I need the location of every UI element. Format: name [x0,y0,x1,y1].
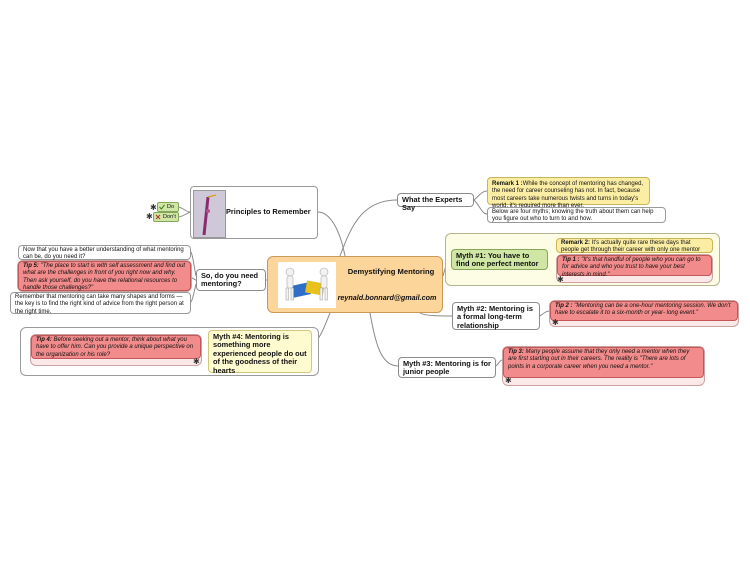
tip-4-note[interactable]: Tip 4: Before seeking out a mentor, thin… [31,335,201,359]
tip-4-key: Tip 4: [36,337,52,343]
topic-label: So, do you need mentoring? [201,271,259,289]
topic-label: Myth #1: You have to find one perfect me… [456,251,539,269]
topic-myth-2[interactable]: Myth #2: Mentoring is a formal long-term… [452,302,540,330]
tip-3-key: Tip 3: [508,349,524,355]
note-star-icon: ✱ [552,318,559,327]
tag-dont[interactable]: Don't [153,212,179,222]
four-myths-note[interactable]: Below are four myths; knowing the truth … [487,207,666,223]
tag-do[interactable]: Do [157,202,179,212]
remark-2-key: Remark 2: [561,240,591,246]
tag-do-label: Do [167,204,175,210]
tag-dont-label: Don't [163,214,176,220]
topic-myth-3[interactable]: Myth #3: Mentoring is for junior people [398,357,496,378]
principles-label: Principles to Remember [226,207,311,216]
remark-2-note[interactable]: Remark 2: It's actually quite rare these… [556,238,713,253]
need-mentoring-intro-note[interactable]: Now that you have a better understanding… [18,245,191,260]
principles-image [193,190,226,238]
tip-2-text: "Mentoring can be a one-hour mentoring s… [555,303,731,317]
tip-4-text: Before seeking out a mentor, think about… [36,337,194,358]
remark-1-text: While the concept of mentoring has chang… [492,181,644,209]
tip-5-key: Tip 5: [23,263,39,269]
tip-2-key: Tip 2 : [555,303,573,309]
tip-5-note[interactable]: Tip 5: "The place to start is with self … [18,261,191,291]
tip-1-text: "It's that handful of people who you can… [562,257,701,278]
central-topic-title: Demystifying Mentoring [347,267,435,276]
topic-myth-4[interactable]: Myth #4: Mentoring is something more exp… [208,330,312,375]
remark-1-note[interactable]: Remark 1 :While the concept of mentoring… [487,177,650,209]
note-star-icon: ✱ [150,203,157,212]
tip-1-note[interactable]: Tip 1 : "It's that handful of people who… [557,255,712,278]
topic-label: Myth #4: Mentoring is something more exp… [213,332,307,375]
central-topic[interactable]: Demystifying Mentoring reynald.bonnard@g… [267,256,443,313]
topic-myth-1[interactable]: Myth #1: You have to find one perfect me… [451,249,548,270]
cross-icon [155,214,161,220]
note-star-icon: ✱ [505,376,512,385]
puzzle-people-image [278,262,336,308]
needle-illustration [194,191,225,237]
note-star-icon: ✱ [146,212,153,221]
topic-what-the-experts-say[interactable]: What the Experts Say [397,193,474,212]
topic-label: Myth #2: Mentoring is a formal long-term… [457,304,533,330]
remember-note[interactable]: Remember that mentoring can take many sh… [10,292,191,315]
note-star-icon: ✱ [557,275,564,284]
topic-label: Myth #3: Mentoring is for junior people [403,359,491,377]
four-myths-text: Below are four myths; knowing the truth … [492,209,654,223]
remember-text: Remember that mentoring can take many sh… [15,294,184,315]
note-star-icon: ✱ [193,357,200,366]
need-mentoring-intro-text: Now that you have a better understanding… [23,247,184,261]
tip-5-text: "The place to start is with self assessm… [23,263,186,291]
tip-3-note[interactable]: Tip 3: Many people assume that they only… [503,347,704,378]
tip-1-key: Tip 1 : [562,257,580,263]
author-email: reynald.bonnard@gmail.com [337,293,437,302]
check-icon [159,204,165,210]
topic-do-you-need-mentoring[interactable]: So, do you need mentoring? [196,269,266,291]
tip-2-note[interactable]: Tip 2 : "Mentoring can be a one-hour men… [550,301,738,321]
remark-2-text: It's actually quite rare these days that… [561,240,701,254]
remark-1-key: Remark 1 : [492,181,523,187]
topic-label: What the Experts Say [402,195,463,213]
tip-3-text: Many people assume that they only need a… [508,349,690,370]
